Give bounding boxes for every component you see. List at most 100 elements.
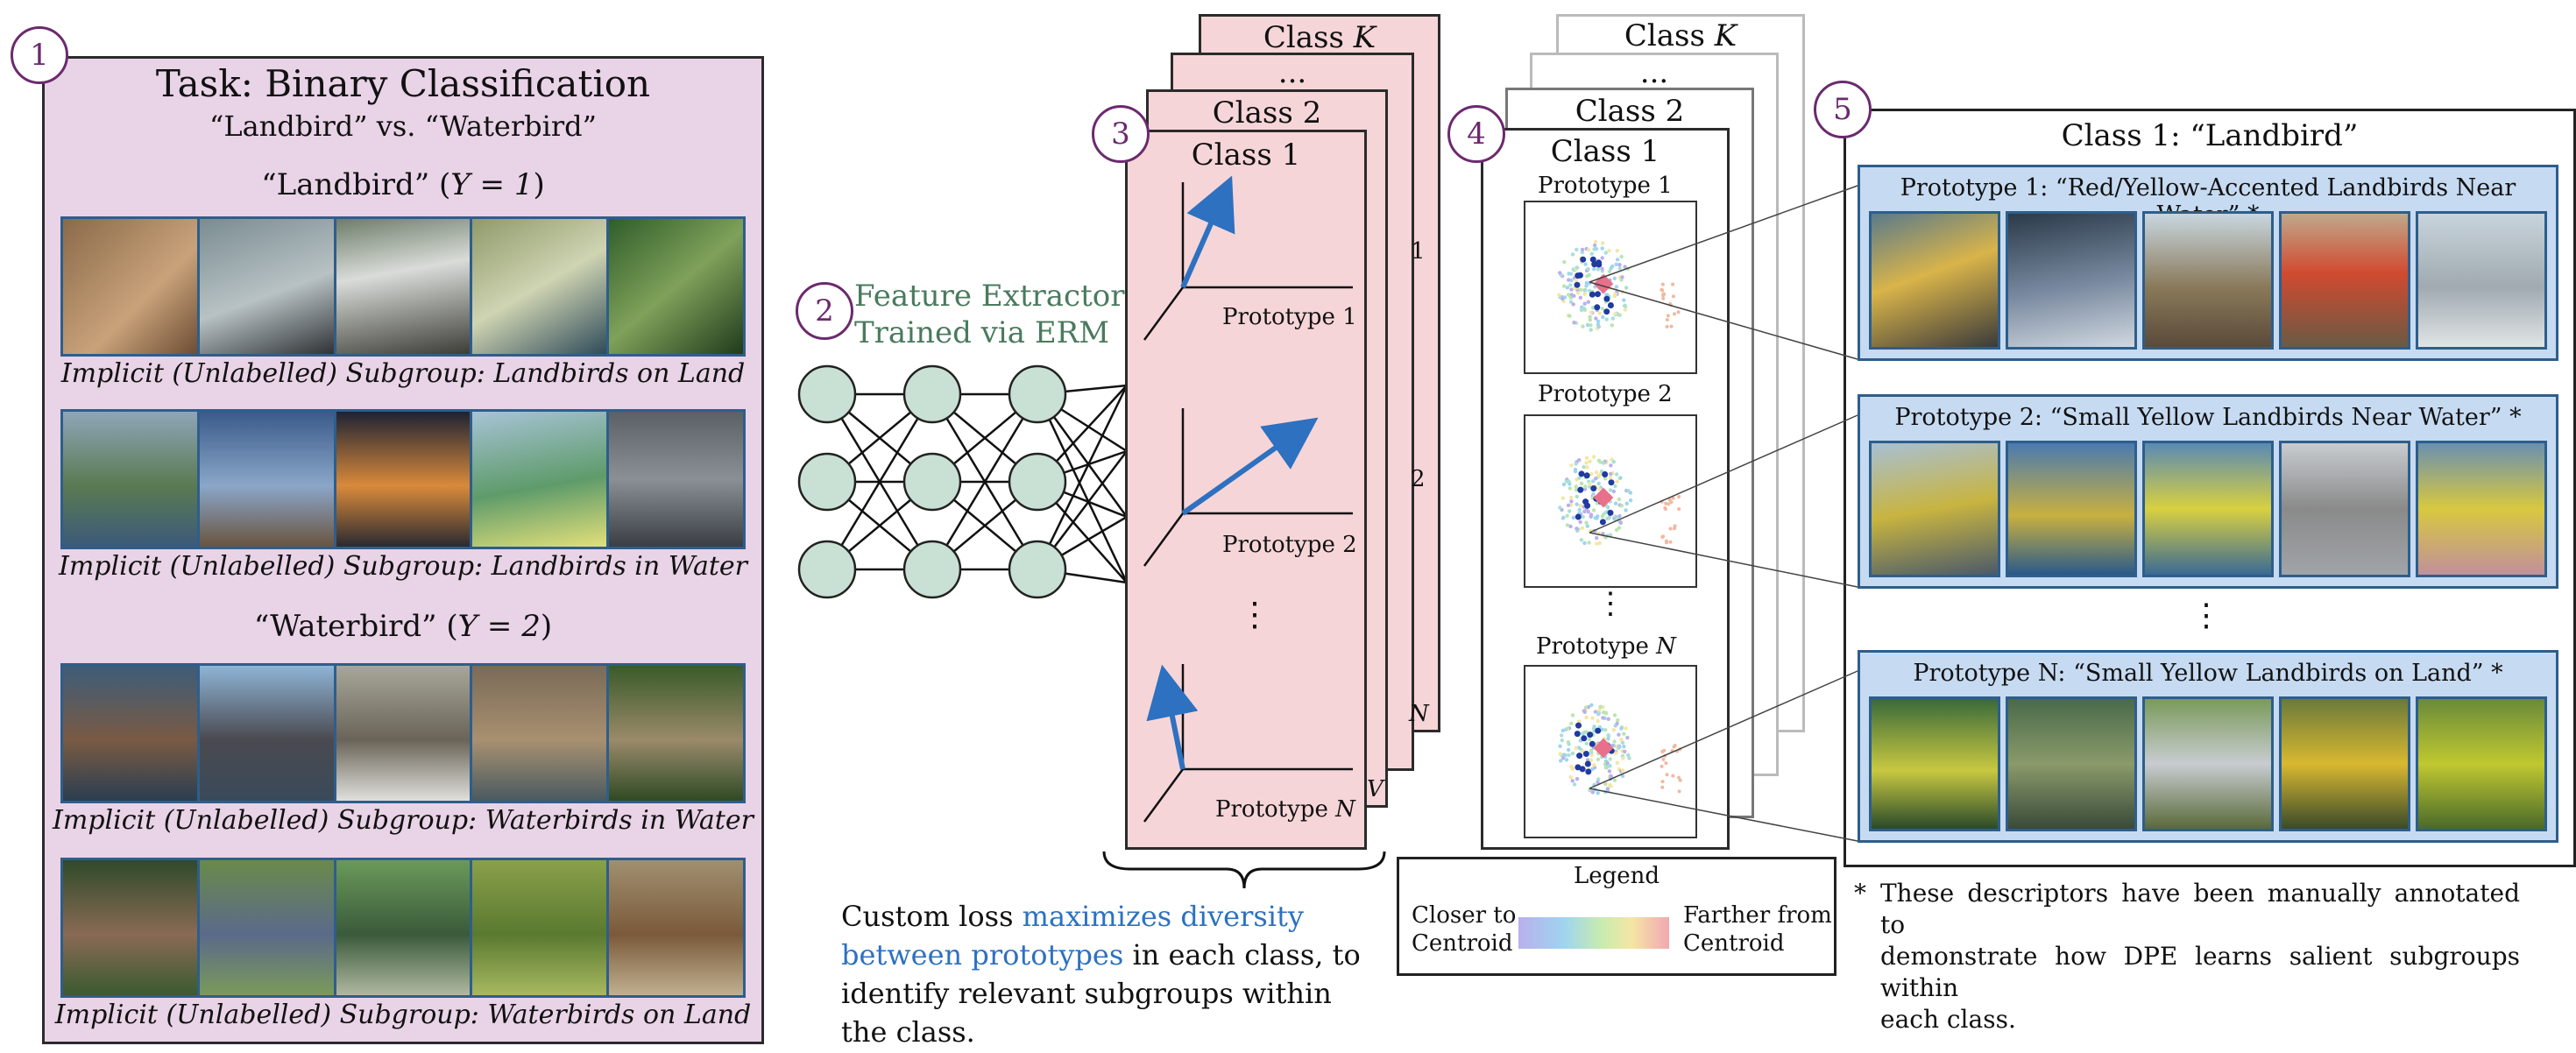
umap-point [1601,461,1606,465]
umap-point [1558,271,1562,275]
umap-point [1600,246,1604,251]
umap-neighbor-point [1599,519,1606,526]
umap-neighbor-point [1578,470,1585,477]
umap-point [1560,756,1566,760]
umap-point [1617,266,1622,271]
umap-point [1582,306,1587,311]
umap-point [1614,527,1619,533]
subgroup-caption-2: Implicit (Unlabelled) Subgroup: Landbird… [59,551,747,582]
umap-point [1572,782,1577,787]
umap-point [1561,482,1567,487]
umap-point [1560,496,1565,500]
legend-colorbar [1518,917,1669,949]
umap-point [1606,733,1610,738]
umap-prototype-marker [1593,273,1614,294]
prototype-vdots-4: ⋮ [1596,586,1625,621]
umap-point [1584,741,1589,746]
subgroup-caption-3: Implicit (Unlabelled) Subgroup: Waterbir… [53,805,754,836]
umap-point [1589,703,1594,707]
umap-neighbor-point [1579,766,1586,773]
umap-point [1588,482,1592,486]
step-5-badge: 5 [1814,81,1872,138]
umap-far-point [1660,764,1664,768]
umap-point [1577,457,1582,463]
umap-point [1567,278,1571,282]
umap-point [1589,251,1594,256]
umap-far-point [1660,499,1664,504]
umap-prototype-marker [1593,738,1614,759]
umap-point [1567,509,1572,513]
landbird-heading: “Landbird” (Y = 1) [261,167,545,202]
umap-point [1595,535,1599,541]
prototype-2-vector [1181,417,1319,516]
umap-point [1575,502,1579,506]
prototype-2-title: Prototype 2: “Small Yellow Landbirds Nea… [1894,404,2522,431]
umap-point [1593,239,1598,244]
umap-point [1591,508,1596,512]
umap-point [1606,717,1610,721]
umap-far-point [1669,324,1674,329]
umap-point [1592,266,1596,272]
umap-point [1623,265,1627,269]
umap-point [1589,310,1594,314]
umap-point [1617,497,1622,502]
umap-far-point [1677,507,1681,511]
umap-neighbor-point [1583,472,1590,479]
umap-point [1572,293,1576,298]
umap-point [1596,531,1601,535]
umap-point [1617,745,1622,749]
umap-point [1619,726,1624,731]
umap-point [1561,284,1567,288]
umap-point [1592,247,1596,251]
umap-point [1582,464,1586,470]
umap-point [1621,756,1625,760]
umap-point [1570,779,1575,783]
umap-point [1578,519,1582,525]
umap-point [1628,491,1632,495]
umap-point [1615,258,1620,262]
umap-point [1582,509,1587,514]
umap-point [1587,737,1592,742]
umap-point [1583,262,1588,266]
umap-point [1585,322,1590,328]
umap-point [1589,323,1593,328]
umap-point [1612,739,1617,744]
umap-far-point [1672,745,1676,749]
umap-point [1580,247,1585,252]
prototype-vdots-5: ⋮ [2190,597,2222,633]
umap-point [1577,476,1582,480]
umap-point [1589,328,1593,332]
umap-point [1582,292,1587,296]
umap-point [1612,276,1617,280]
umap-neighbor-point [1585,768,1592,775]
umap-point [1591,455,1596,459]
nn-output-edge [1036,393,1129,583]
umap-point [1586,266,1590,272]
nn-output-edge [1036,385,1129,570]
umap-point [1588,459,1592,463]
umap-point [1624,726,1628,731]
umap-point [1565,513,1569,518]
umap-point [1601,716,1605,720]
prototype-1-title: Prototype 1: “Red/Yellow-Accented Landbi… [1900,174,2516,229]
umap-far-point [1661,292,1666,296]
umap-point [1582,541,1587,546]
umap-neighbor-point [1607,302,1614,308]
umap-far-point [1668,302,1673,306]
prototype-2-box: Prototype 2: “Small Yellow Landbirds Nea… [1858,394,2558,589]
umap-point [1566,503,1571,507]
nn-node [797,452,857,512]
umap-neighbor-point [1574,281,1581,288]
umap-point [1620,290,1624,294]
umap-point [1594,316,1598,321]
umap-point [1613,484,1617,489]
umap-far-point [1677,495,1681,498]
umap-point [1581,514,1585,519]
umap-point [1615,479,1619,484]
umap-point [1586,510,1590,514]
umap-far-point [1663,753,1667,758]
umap-far-point [1671,282,1675,286]
umap-point [1616,717,1620,723]
umap-point [1605,516,1610,521]
